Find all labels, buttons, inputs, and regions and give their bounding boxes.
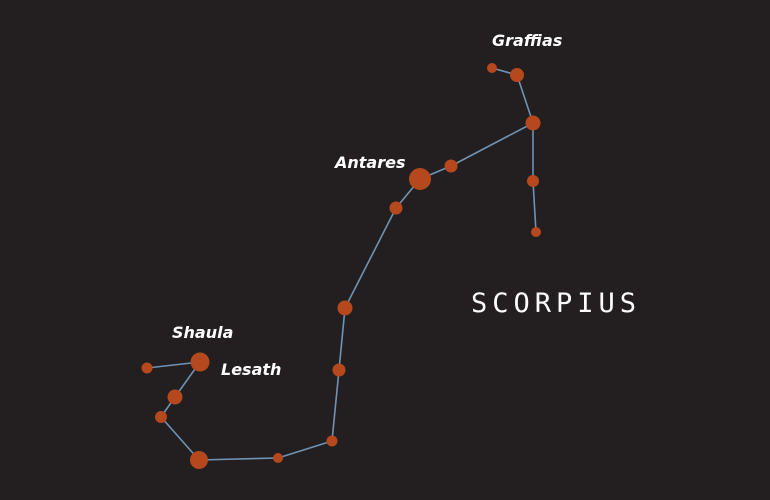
star-neck [444,159,458,173]
line-tail-3 [160,416,200,461]
star-graffias-tip [487,63,497,73]
constellation-name: SCORPIUS [471,288,642,319]
line-tail-2 [198,457,279,461]
line-head-to-neck [450,122,534,167]
constellation-lines [146,67,537,461]
line-body-1 [344,207,397,309]
star-antares [409,168,431,190]
star-tail-bend [326,435,338,447]
star-lesath [167,389,183,405]
star-stinger-tip [141,362,153,374]
label-shaula: Shaula [172,323,234,342]
line-tail-1 [277,440,333,459]
star-claw-middle [527,175,539,187]
star-claw-bottom [531,227,541,237]
star-head [525,115,541,131]
line-body-3 [331,369,340,442]
star-tail-left [155,411,167,423]
star-tail-bottom [273,453,283,463]
star-body-middle [337,300,353,316]
constellation-stars [141,63,541,469]
label-lesath: Lesath [221,360,282,379]
line-claw-lower [532,180,537,233]
star-tail-corner [190,451,208,469]
label-antares: Antares [335,153,406,172]
star-graffias [510,68,524,82]
star-body-upper [389,201,403,215]
star-body-lower [332,363,346,377]
label-graffias: Graffias [492,31,563,50]
line-graffias-segment-2 [516,74,534,124]
star-shaula [190,352,210,372]
line-body-2 [338,307,346,371]
